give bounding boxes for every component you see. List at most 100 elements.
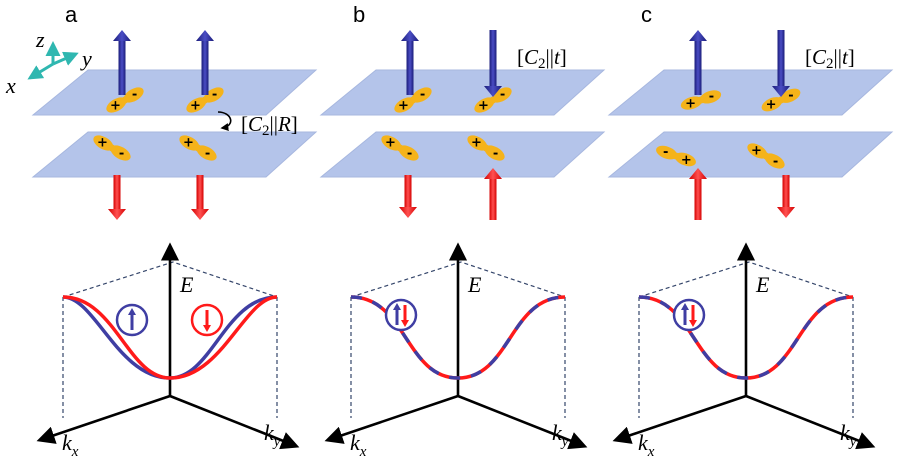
symmetry-c: C (248, 112, 263, 136)
layer-plane (607, 69, 894, 116)
kx-axis-label-base: k (62, 430, 73, 455)
spin-up-circle-icon (115, 303, 149, 337)
symmetry-subscript: 2 (262, 123, 270, 139)
orbital-sign: + (681, 153, 692, 168)
crystal-structure: +-+-+-+-[C2||R] (31, 30, 318, 220)
spin-circle (672, 298, 706, 332)
spin-degenerate-circle-icon (672, 298, 706, 332)
spin-up-head (393, 303, 401, 310)
arrow-head (399, 207, 417, 218)
layer-plane (607, 131, 894, 178)
orbital-lobe (123, 87, 144, 103)
orbital-sign: - (407, 147, 412, 162)
orbital-node (697, 96, 705, 104)
orbital-lobe (474, 97, 495, 113)
layer-plane (319, 69, 606, 116)
orbital-sign: + (190, 99, 201, 114)
symmetry-c: C (812, 45, 827, 69)
orbital-sign: - (420, 88, 425, 103)
arrow-shaft (694, 179, 702, 220)
orbital-node (762, 152, 770, 160)
layer-plane (31, 69, 318, 116)
orbital-sign: + (478, 99, 489, 114)
energy-axis-label: E (467, 272, 482, 297)
orbital-sign: - (212, 88, 217, 103)
dumbbell-orbital-icon: +- (186, 87, 224, 114)
spin-up-arrow-icon (689, 168, 707, 220)
orbital-sign: - (663, 145, 668, 160)
orbital-sign: - (500, 88, 505, 103)
orbital-lobe (699, 90, 722, 104)
orbital-sign: - (132, 88, 137, 103)
arrow-shaft (404, 175, 412, 207)
orbital-lobe (747, 143, 768, 159)
orbital-lobe (674, 152, 696, 167)
symmetry-bracket: [ (241, 112, 248, 136)
arrow-shaft (782, 175, 790, 207)
orbital-sign: - (119, 147, 124, 162)
symmetry-subscript: 2 (826, 56, 834, 72)
kx-axis-label-subscript: x (359, 444, 367, 460)
ky-axis-label-base: k (264, 420, 275, 445)
orbital-node (194, 144, 202, 152)
orbital-sign: - (788, 88, 793, 103)
panel-label: a (65, 2, 78, 27)
orbital-lobe (106, 97, 127, 113)
orbital-lobe (398, 145, 419, 161)
arrow-head (689, 30, 707, 41)
spin-up-arrow-icon (484, 168, 502, 220)
symmetry-c: C (524, 45, 539, 69)
orbital-lobe (467, 135, 488, 151)
orbital-sign: + (110, 99, 121, 114)
arrow-shaft (118, 41, 126, 95)
orbital-sign: + (766, 98, 777, 113)
dumbbell-orbital-icon: +- (680, 90, 722, 111)
kx-axis-label-base: k (638, 430, 649, 455)
dumbbell-orbital-icon: +- (747, 143, 785, 170)
arrow-head (191, 209, 209, 220)
orbital-lobe (110, 145, 131, 161)
orbital-lobe (186, 97, 207, 113)
dumbbell-orbital-icon: +- (394, 87, 432, 114)
panel-label: b (353, 2, 365, 27)
orbital-sign: - (493, 147, 498, 162)
symmetry-subscript: 2 (538, 56, 546, 72)
orbital-lobe (761, 97, 783, 112)
orbital-sign: + (183, 136, 194, 151)
orbital-node (672, 152, 680, 160)
kx-axis-label-subscript: x (647, 444, 655, 460)
orbital-lobe (381, 135, 402, 151)
dumbbell-orbital-icon: +- (179, 135, 217, 162)
symmetry-bracket: ] (291, 112, 298, 136)
spin-down-head (689, 320, 697, 327)
spin-down-circle-icon (190, 303, 224, 337)
orbital-lobe (411, 87, 432, 103)
z-axis-label: z (35, 27, 45, 52)
spin-up-arrow-icon (196, 30, 214, 95)
orbital-lobe (203, 87, 224, 103)
arrow-head (401, 30, 419, 41)
dumbbell-orbital-icon: +- (381, 135, 419, 162)
curved-rotation-arrow-icon (217, 111, 232, 132)
orbital-node (121, 96, 129, 104)
spin-up-arrow-icon (113, 30, 131, 95)
kx-axis-label-base: k (350, 430, 361, 455)
orbital-node (409, 96, 417, 104)
ky-axis-label-subscript: y (848, 434, 857, 450)
orbital-lobe (656, 145, 678, 160)
orbital-node (482, 144, 490, 152)
ky-axis (745, 394, 876, 450)
arrow-head (689, 168, 707, 179)
crystal-structure: +-+--++-[C2||t] (607, 30, 894, 220)
arrow-shaft (694, 41, 702, 95)
arrow-head (484, 168, 502, 179)
spin-down-band (62, 295, 278, 380)
y-axis-label: y (80, 46, 92, 71)
ky-axis-label-base: k (840, 420, 851, 445)
kx-axis-label: kx (350, 430, 367, 460)
ky-axis (169, 394, 300, 450)
